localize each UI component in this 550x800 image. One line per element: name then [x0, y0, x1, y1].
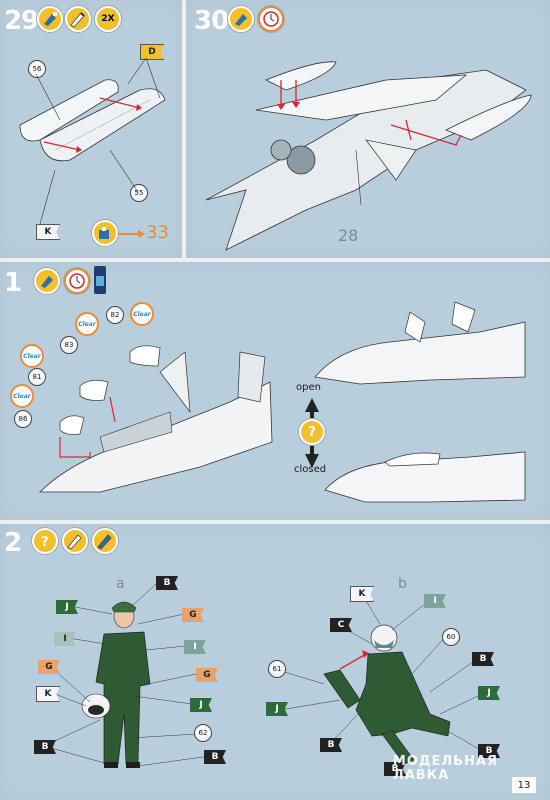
color-tag-c: C [330, 618, 352, 632]
pilot-figures-drawing [43, 583, 485, 769]
label-closed: closed [294, 464, 327, 475]
label-open: open [296, 382, 321, 393]
glue-icon [228, 6, 254, 32]
step-number: 2 [4, 528, 22, 558]
question-icon: ? [32, 528, 58, 554]
color-tag-i: I [424, 594, 446, 608]
color-tag-b: B [320, 738, 342, 752]
color-tag-j: J [266, 702, 288, 716]
paint-brush-icon [65, 6, 91, 32]
color-tag-b: B [156, 576, 178, 590]
clock-icon [64, 268, 90, 294]
step-number: 1 [4, 268, 22, 298]
color-tag-b: B [34, 740, 56, 754]
part-28: 28 [338, 226, 359, 245]
part-61: 61 [268, 660, 286, 678]
color-tag-j: J [190, 698, 212, 712]
color-tag-j: J [478, 686, 500, 700]
page-number: 13 [512, 777, 536, 793]
fuel-tank-right [19, 79, 119, 142]
part-56: 56 [28, 60, 46, 78]
label-figure-b: b [398, 576, 407, 592]
glue-icon [34, 268, 60, 294]
step-29-drawing [19, 57, 166, 225]
paint-brush-icon [92, 528, 118, 554]
clear-part-icon: Clear [75, 312, 99, 336]
multiplier-badge: 2X [95, 6, 121, 32]
glue-icon [37, 6, 63, 32]
color-tag-b: B [472, 652, 494, 666]
seated-pilot-figure [323, 624, 451, 765]
tag-k: K [36, 224, 60, 240]
fuel-tank-wing [265, 61, 532, 141]
arrow-right-icon [118, 230, 145, 238]
watermark: МОДЕЛЬНАЯ ЛАВКА [393, 755, 498, 783]
step-31-panel: 1 Clear Clear Clear Clear 82 83 81 86 [0, 262, 550, 520]
step-32-panel: 2 ? a b [0, 524, 550, 800]
cockpit-canopy-drawing [39, 301, 526, 503]
part-55: 55 [130, 184, 148, 202]
canopy-parts [59, 345, 161, 435]
watermark-line-2: ЛАВКА [392, 768, 450, 783]
step-30-panel: 30 28 [186, 0, 550, 258]
clear-part-icon: Clear [20, 344, 44, 368]
standing-pilot-figure [81, 601, 151, 768]
part-60: 60 [442, 628, 460, 646]
color-tag-j: J [56, 600, 78, 614]
part-81: 81 [28, 368, 46, 386]
goto-step: 33 [146, 222, 169, 243]
color-tag-b: B [478, 744, 500, 758]
aircraft-canopy-closed [324, 451, 526, 503]
paint-bottle-icon [94, 266, 106, 294]
aircraft-canopy-open [314, 301, 526, 385]
color-tag-g: G [38, 660, 60, 674]
part-62: 62 [194, 724, 212, 742]
aircraft-nose-left [39, 351, 273, 493]
step-number: 30 [194, 6, 229, 36]
color-tag-g: G [182, 608, 204, 622]
part-86: 86 [14, 410, 32, 428]
color-tag-g: G [196, 668, 218, 682]
aircraft-underside-drawing [205, 61, 532, 251]
clear-part-icon: Clear [10, 384, 34, 408]
clear-part-icon: Clear [130, 302, 154, 326]
label-figure-a: a [116, 576, 125, 592]
watermark-line-1: МОДЕЛЬНАЯ [392, 754, 498, 769]
question-icon: ? [299, 419, 325, 445]
paint-brush-icon [62, 528, 88, 554]
part-83: 83 [60, 336, 78, 354]
color-tag-b: B [204, 750, 226, 764]
svg-text:?: ? [41, 535, 49, 550]
clock-icon [258, 6, 284, 32]
aircraft-fuselage [205, 69, 527, 251]
color-tag-i: I [54, 632, 76, 646]
color-tag-b: B [384, 762, 406, 776]
step-number: 29 [4, 6, 39, 36]
color-tag-k: K [350, 586, 374, 602]
part-82: 82 [106, 306, 124, 324]
glue-icon [92, 220, 118, 246]
step-29-panel: 29 2X D 56 55 K [0, 0, 182, 258]
color-tag-i: I [184, 640, 206, 654]
